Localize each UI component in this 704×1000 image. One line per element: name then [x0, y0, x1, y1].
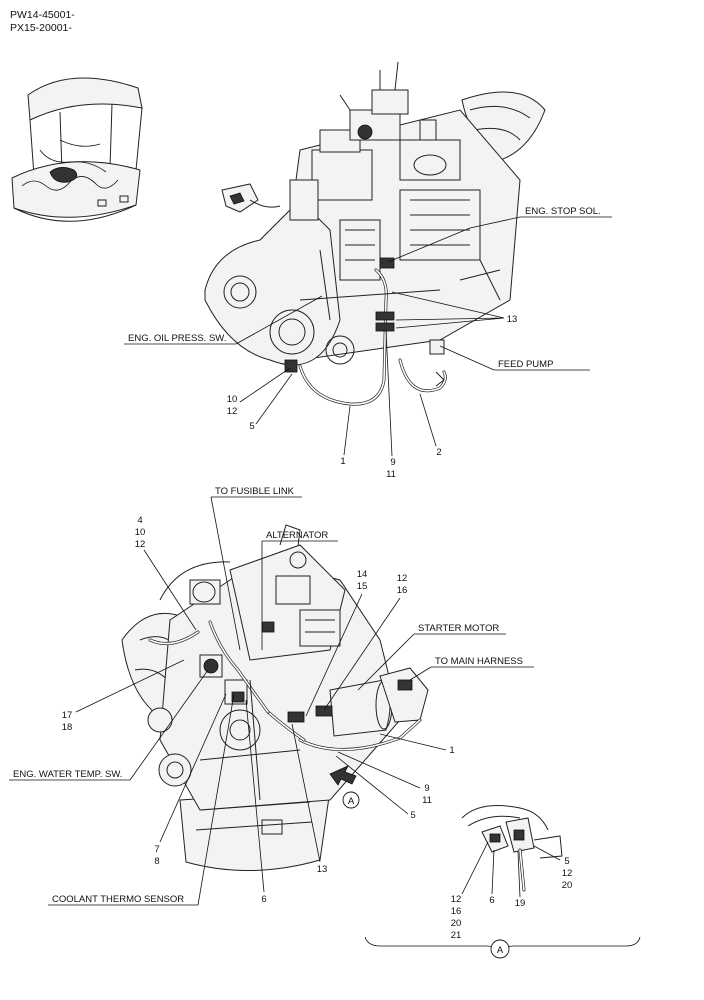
callout-9-top: 9: [390, 457, 395, 468]
feed-pump-label: FEED PUMP: [498, 359, 553, 370]
callout-5-detail: 5: [564, 856, 569, 867]
coolant-thermo-sensor-label: COOLANT THERMO SENSOR: [52, 894, 184, 905]
starter-motor-label: STARTER MOTOR: [418, 623, 499, 634]
detail-view-a-marker: A: [497, 945, 504, 956]
serial-code-1: PW14-45001-: [10, 9, 75, 21]
callout-1-top: 1: [340, 456, 345, 467]
callout-5-top: 5: [249, 421, 254, 432]
view-a-marker: A: [348, 796, 355, 807]
callout-10-bottom: 10: [135, 527, 146, 538]
callout-8-bottom: 8: [154, 856, 159, 867]
serial-code-2: PX15-20001-: [10, 22, 72, 34]
detail-view-a-illustration: [461, 805, 563, 892]
machine-thumbnail-icon: [11, 77, 143, 222]
callout-12a-bottom: 12: [135, 539, 146, 550]
callout-9-bottom: 9: [424, 783, 429, 794]
callout-6-bottom: 6: [261, 894, 266, 905]
callout-4-bottom: 4: [137, 515, 142, 526]
eng-stop-sol-label: ENG. STOP SOL.: [525, 206, 601, 217]
detail-view-a-circle: [490, 939, 510, 959]
view-a-arrow-icon: [329, 765, 357, 786]
callout-6-detail: 6: [489, 895, 494, 906]
bottom-engine-illustration: [121, 524, 429, 871]
callout-13-bottom: 13: [317, 864, 328, 875]
callout-11-bottom: 11: [422, 795, 432, 806]
callout-12a-detail: 12: [562, 868, 573, 879]
eng-oil-press-sw-label: ENG. OIL PRESS. SW.: [128, 333, 226, 344]
callout-5-bottom: 5: [410, 810, 415, 821]
callout-13-top: 13: [507, 314, 518, 325]
to-main-harness-label: TO MAIN HARNESS: [435, 656, 523, 667]
callout-20b-detail: 20: [451, 918, 462, 929]
callout-17-bottom: 17: [62, 710, 73, 721]
callout-11-top: 11: [386, 469, 396, 480]
callout-16-detail: 16: [451, 906, 462, 917]
callout-21-detail: 21: [451, 930, 462, 941]
callout-7-bottom: 7: [154, 844, 159, 855]
callout-14-bottom: 14: [357, 569, 368, 580]
eng-water-temp-sw-label: ENG. WATER TEMP. SW.: [13, 769, 122, 780]
top-engine-illustration: [204, 61, 546, 406]
callout-19-detail: 19: [515, 898, 526, 909]
callout-16-bottom: 16: [397, 585, 408, 596]
callout-12b-detail: 12: [451, 894, 462, 905]
callout-2-top: 2: [436, 447, 441, 458]
callout-15-bottom: 15: [357, 581, 368, 592]
callout-20a-detail: 20: [562, 880, 573, 891]
callout-12b-bottom: 12: [397, 573, 408, 584]
alternator-label: ALTERNATOR: [266, 530, 328, 541]
callout-10-top: 10: [227, 394, 238, 405]
view-a-circle: [342, 791, 360, 809]
callout-12-top: 12: [227, 406, 238, 417]
callout-18-bottom: 18: [62, 722, 73, 733]
callout-1-bottom: 1: [449, 745, 454, 756]
to-fusible-link-label: TO FUSIBLE LINK: [215, 486, 295, 497]
